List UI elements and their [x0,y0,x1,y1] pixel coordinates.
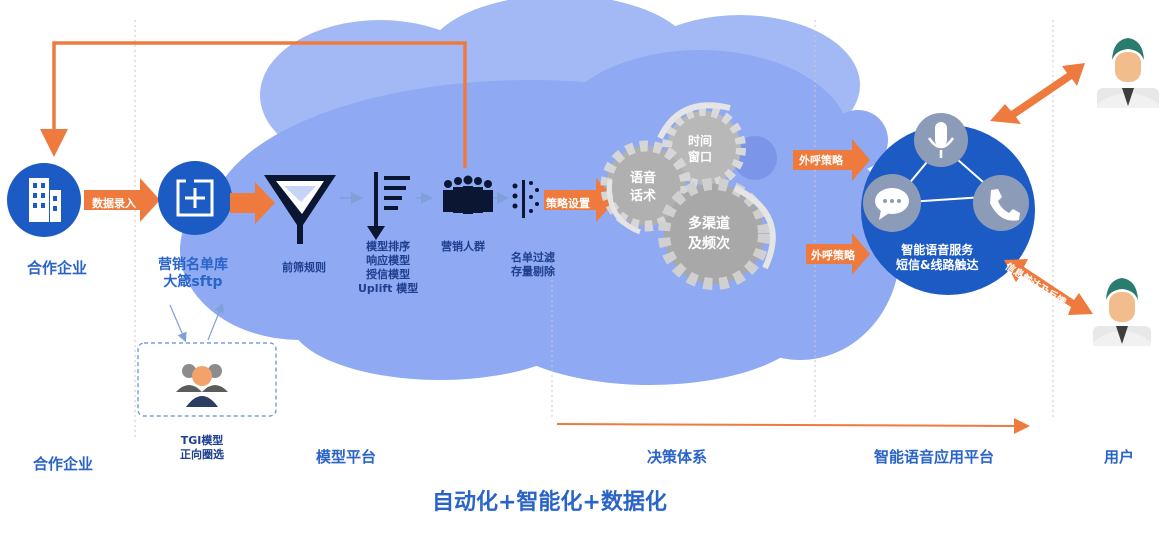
tgi-loop-arrows [169,302,224,343]
partner-node-label: 合作企业 [27,259,88,277]
user-avatar-top [1097,38,1159,108]
strategy-setting-label: 策略设置 [546,197,590,210]
crowd-label: 营销人群 [441,240,485,253]
model-sort-icon [367,172,410,240]
gears-cluster [600,102,776,290]
funnel-icon [264,175,336,244]
feedback-arrow-top [990,63,1085,124]
marketing-db-icon [158,161,232,235]
gear-channel-label: 多渠道 及频次 [688,214,730,254]
list-filter-label-line1: 名单过滤 [511,251,555,264]
decision-timeline-arrow [556,417,1030,434]
list-filter-icon [512,180,539,218]
db-to-filter-arrow [230,182,275,224]
pre-filter-label: 前筛规则 [282,261,326,274]
model-sort-label-line1: 模型排序 [366,240,411,253]
gear-script-label-line2: 话术 [630,189,657,204]
slogan: 自动化+智能化+数据化 [432,490,667,515]
gear-script-label-line1: 语音 [630,171,657,186]
gear-time-label-line2: 窗口 [688,150,713,164]
return-arrow [40,41,467,168]
gear-time-label: 时间 窗口 [688,133,712,165]
partner-company-icon [7,163,81,237]
model-sort-label-line2: 响应模型 [366,254,411,267]
strategy-setting-arrow [544,178,616,222]
gear-script-label: 语音 话术 [630,170,656,206]
gear-channel-label-line1: 多渠道 [688,216,730,232]
gear-channel [658,178,770,290]
tgi-label-line1: TGI模型 [180,434,224,447]
tgi-label-line2: 正向圈选 [180,448,224,461]
feedback-arrow-bottom [1004,259,1093,315]
gear-rotation-arrow-right [733,185,776,270]
model-sort-label: 模型排序 响应模型 授信模型 Uplift 模型 [358,240,418,296]
section-label-partner: 合作企业 [33,455,94,473]
marketing-db-label-line1: 营销名单库 [158,257,228,273]
data-entry-arrow [84,178,160,222]
tgi-box [137,342,277,417]
gear-time-label-line1: 时间 [688,134,713,148]
gear-rotation-arrow-top [657,102,731,140]
gear-time [662,106,746,190]
voice-service-label: 智能语音服务 短信&线路触达 [896,243,978,273]
list-filter-label: 名单过滤 存量剔除 [511,251,555,279]
section-label-model-platform: 模型平台 [316,448,377,466]
marketing-db-label: 营销名单库 大箴sftp [158,257,228,291]
section-label-decision: 决策体系 [647,448,708,466]
phone-icon [990,189,1020,221]
outbound-strategy-label-1: 外呼策略 [799,154,843,167]
section-label-voice-platform: 智能语音应用平台 [874,448,995,466]
model-sort-label-line4: Uplift 模型 [358,282,419,295]
marketing-db-label-line2: 大箴sftp [163,274,223,290]
sms-chat-icon [875,188,909,220]
gear-channel-label-line2: 及频次 [688,236,730,252]
outbound-arrow-2 [806,233,870,275]
gear-rotation-arrow-left [606,179,641,235]
crowd-icon [443,175,493,214]
section-label-user: 用户 [1104,448,1135,466]
model-sort-label-line3: 授信模型 [366,268,411,281]
list-filter-label-line2: 存量剔除 [511,265,555,278]
tgi-people-icon [176,364,228,407]
user-avatar-bottom [1093,278,1151,346]
voice-service-label-line1: 智能语音服务 [901,243,974,257]
outbound-arrow-1 [793,139,870,181]
voice-service-label-line2: 短信&线路触达 [896,258,979,272]
outbound-strategy-label-2: 外呼策略 [811,249,855,262]
microphone-icon [927,122,955,158]
data-entry-label: 数据录入 [92,197,136,210]
tgi-label: TGI模型 正向圈选 [180,434,224,462]
